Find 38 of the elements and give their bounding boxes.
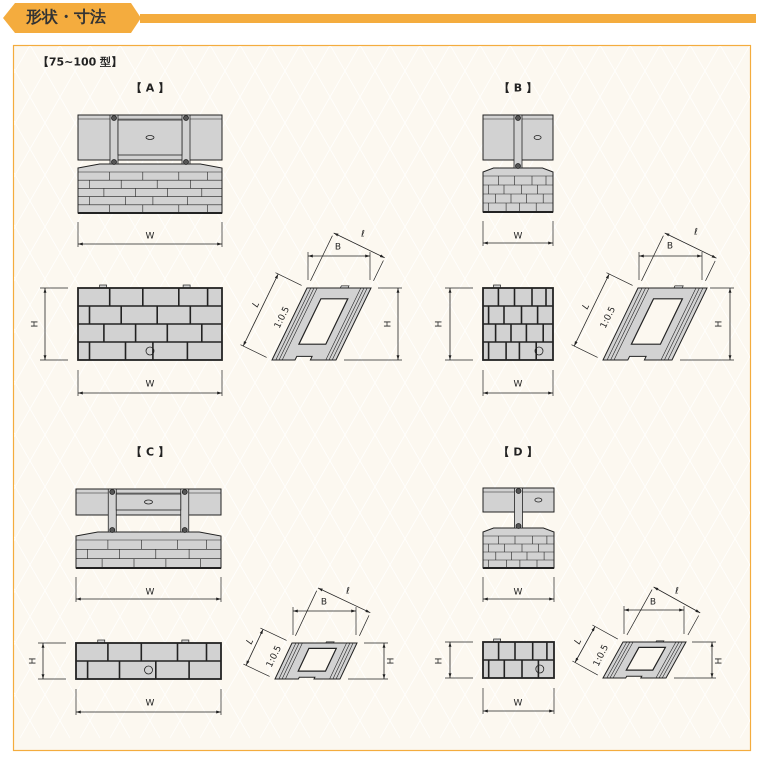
view-label: 【 D 】 bbox=[498, 446, 538, 458]
dimension-label: H bbox=[30, 658, 38, 664]
dimension-label: H bbox=[384, 320, 394, 328]
model-label: 【75~100 型】 bbox=[38, 56, 122, 68]
dimension-label: W bbox=[514, 380, 522, 390]
view-label: 【 A 】 bbox=[130, 82, 170, 94]
dimension-label: B bbox=[650, 598, 656, 608]
dimension-label: H bbox=[436, 320, 444, 328]
dimension-label: W bbox=[146, 232, 154, 242]
dimension-label: L bbox=[252, 300, 262, 310]
dimension-label: W bbox=[146, 588, 154, 598]
dimension-label: ℓ bbox=[675, 588, 679, 596]
dimension-label: H bbox=[388, 658, 396, 664]
dimension-label: H bbox=[716, 320, 724, 328]
dimension-label: L bbox=[582, 302, 592, 312]
dimension-label: L bbox=[246, 638, 256, 646]
dimension-label: ℓ bbox=[346, 588, 350, 596]
dimension-label: W bbox=[514, 232, 522, 242]
slope-ratio-label: 1:0.5 bbox=[266, 644, 284, 670]
dimension-label: L bbox=[574, 638, 584, 646]
section-title: 形状・寸法 bbox=[26, 9, 106, 25]
dimension-label: ℓ bbox=[361, 230, 365, 240]
dimension-label: H bbox=[716, 658, 724, 664]
slope-ratio-label: 1:0.5 bbox=[274, 306, 292, 330]
dimension-label: W bbox=[146, 700, 154, 708]
view-label: 【 B 】 bbox=[498, 82, 538, 94]
slope-ratio-label: 1:0.5 bbox=[600, 306, 618, 330]
dimension-label: W bbox=[514, 700, 522, 708]
dimension-label: B bbox=[666, 242, 674, 252]
dimension-label: W bbox=[514, 588, 522, 598]
dimension-label: H bbox=[32, 320, 40, 328]
slope-ratio-label: 1:0.5 bbox=[592, 644, 612, 668]
dimension-label: B bbox=[334, 244, 342, 252]
dimension-label: W bbox=[146, 380, 154, 390]
dimension-label: ℓ bbox=[694, 228, 698, 238]
dimension-label: H bbox=[436, 658, 444, 664]
view-label: 【 C 】 bbox=[131, 446, 169, 458]
dimension-label: B bbox=[320, 598, 328, 608]
